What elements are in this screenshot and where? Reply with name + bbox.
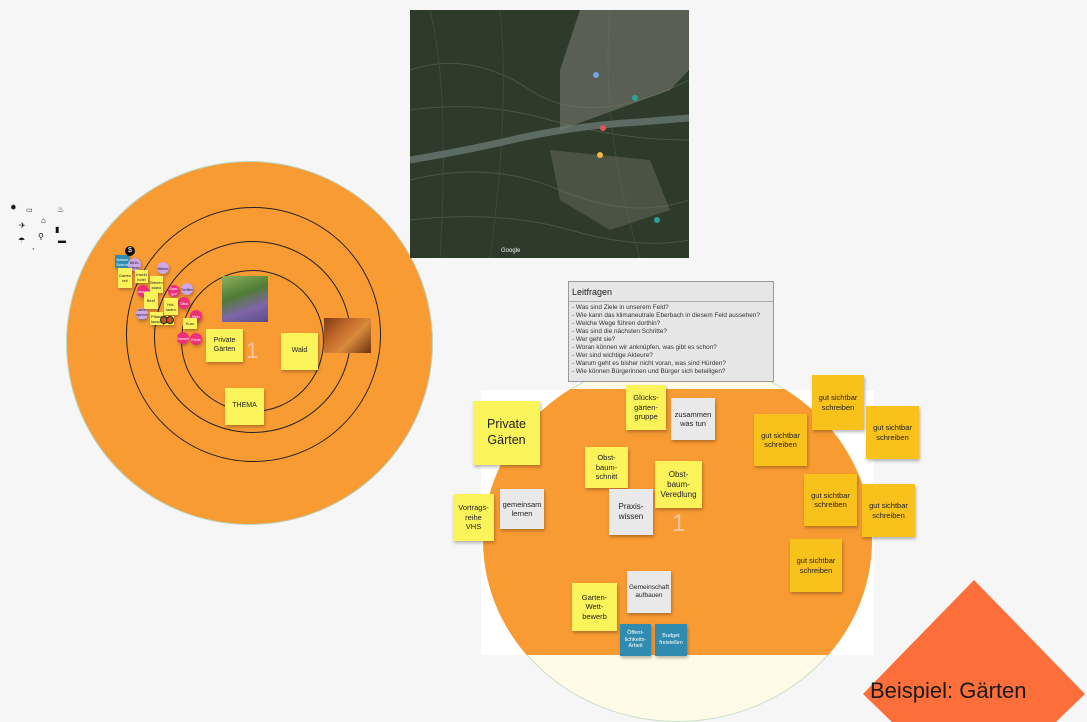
note-gartenwettbewerb[interactable]: Garten- Wett- bewerb bbox=[572, 583, 617, 631]
leitfrage-item: - Wie können Bürgerinnen und Bürger sich… bbox=[572, 368, 726, 375]
note-zusammen[interactable]: zusammen was tun bbox=[671, 398, 715, 440]
map-attribution: Google bbox=[501, 248, 521, 254]
leitfrage-item: - Wie kann das klimaneutrale Eberbach in… bbox=[572, 312, 760, 319]
small-note[interactable]: Kurs bbox=[183, 318, 197, 329]
small-note[interactable]: Ernte bbox=[190, 333, 202, 345]
small-note[interactable]: Garten sprech stunde bbox=[136, 308, 148, 320]
small-note[interactable]: Bienen stand bbox=[150, 276, 163, 293]
note-gut-sichtbar[interactable]: gut sichtbar schreiben bbox=[754, 414, 807, 466]
note-private-gaerten[interactable]: Private Gärten bbox=[206, 329, 243, 362]
leitfrage-item: - Was sind die nächsten Schritte? bbox=[572, 328, 667, 335]
note-thema[interactable]: THEMA bbox=[225, 388, 264, 425]
leitfrage-item: - Was sind Ziele in unserem Feld? bbox=[572, 304, 669, 311]
leitfragen-box[interactable]: Leitfragen - Was sind Ziele in unserem F… bbox=[568, 281, 774, 382]
leitfragen-title: Leitfragen bbox=[569, 282, 773, 302]
forest-photo[interactable] bbox=[324, 318, 371, 353]
diamond-label: Beispiel: Gärten bbox=[870, 678, 1027, 703]
emoji-icon bbox=[166, 316, 174, 324]
car-icon[interactable]: ▬ bbox=[58, 236, 66, 245]
small-note[interactable]: Hof- laden bbox=[164, 298, 178, 315]
comma-icon: , bbox=[32, 242, 35, 251]
battery-icon[interactable]: ▭ bbox=[26, 207, 33, 214]
garden-photo[interactable] bbox=[222, 276, 268, 322]
note-wald[interactable]: Wald bbox=[281, 333, 318, 370]
leitfrage-item: - Warum geht es bisher nicht voran, was … bbox=[572, 360, 726, 367]
plane-icon[interactable]: ✈ bbox=[19, 221, 26, 230]
note-gemeinsam-lernen[interactable]: gemeinsam lernen bbox=[500, 489, 544, 529]
small-note[interactable]: Tausch bbox=[177, 332, 189, 344]
note-gut-sichtbar[interactable]: gut sichtbar schreiben bbox=[812, 375, 864, 430]
map-terrain bbox=[410, 10, 689, 258]
leitfrage-item: - Woran können wir anknüpfen, was gibt e… bbox=[572, 344, 717, 351]
outer-ring bbox=[126, 207, 381, 462]
small-note[interactable]: Obst bbox=[178, 297, 190, 309]
satellite-map[interactable]: Google bbox=[410, 10, 689, 258]
small-note[interactable]: Pflanz tausch bbox=[150, 312, 163, 325]
house-icon[interactable]: ⌂ bbox=[41, 216, 46, 225]
note-oeffentlichkeitsarbeit[interactable]: Öffent- lichkeits- Arbeit bbox=[620, 624, 651, 656]
umbrella-icon[interactable]: ☂ bbox=[18, 236, 26, 245]
note-praxiswissen[interactable]: Praxis- wissen bbox=[609, 489, 653, 535]
pin-icon[interactable]: ⚲ bbox=[38, 232, 44, 241]
flame-icon[interactable]: ♨ bbox=[57, 205, 65, 214]
small-note[interactable]: Garten teil bbox=[118, 268, 132, 288]
right-center-number: 1 bbox=[672, 510, 686, 537]
sun-icon[interactable]: ✹ bbox=[10, 203, 17, 212]
note-vortragsreihe[interactable]: Vortrags- reihe VHS bbox=[453, 494, 494, 541]
small-note[interactable]: Beet bbox=[144, 292, 158, 309]
center-number: 1 bbox=[246, 338, 259, 363]
small-note[interactable]: Nature Schutz bbox=[115, 255, 130, 268]
leitfrage-item: - Welche Wege führen dorthin? bbox=[572, 320, 661, 327]
note-private-gaerten-large[interactable]: Private Gärten bbox=[473, 401, 540, 465]
small-note[interactable]: Insekt hotel bbox=[135, 270, 148, 283]
diamond-shape[interactable] bbox=[861, 578, 1087, 722]
note-budget[interactable]: Budget freistellen bbox=[655, 624, 687, 656]
note-gut-sichtbar[interactable]: gut sichtbar schreiben bbox=[866, 406, 919, 459]
dollar-icon: $ bbox=[125, 246, 135, 256]
note-gluecksgaerten[interactable]: Glücks- gärten- gruppe bbox=[626, 385, 666, 430]
bus-icon[interactable]: ▮ bbox=[55, 225, 60, 234]
note-gut-sichtbar[interactable]: gut sichtbar schreiben bbox=[862, 484, 915, 537]
leitfrage-item: - Wer geht sie? bbox=[572, 336, 616, 343]
small-note[interactable]: Wiese bbox=[157, 262, 169, 274]
note-gut-sichtbar[interactable]: gut sichtbar schreiben bbox=[804, 474, 857, 526]
note-obstbaumschnitt[interactable]: Obst- baum- schnitt bbox=[585, 447, 628, 488]
note-obstbaumveredlung[interactable]: Obst- baum- Veredlung bbox=[655, 461, 702, 508]
note-gut-sichtbar[interactable]: gut sichtbar schreiben bbox=[790, 539, 842, 592]
leitfrage-item: - Wer sind wichtige Akteure? bbox=[572, 352, 653, 359]
note-gemeinschaft[interactable]: Gemeinschaft aufbauen bbox=[627, 571, 671, 613]
small-note[interactable]: Saat- gut bbox=[168, 285, 180, 297]
small-note[interactable]: Blüh- wiese bbox=[128, 258, 141, 271]
small-note[interactable]: Treffen bbox=[181, 283, 193, 295]
